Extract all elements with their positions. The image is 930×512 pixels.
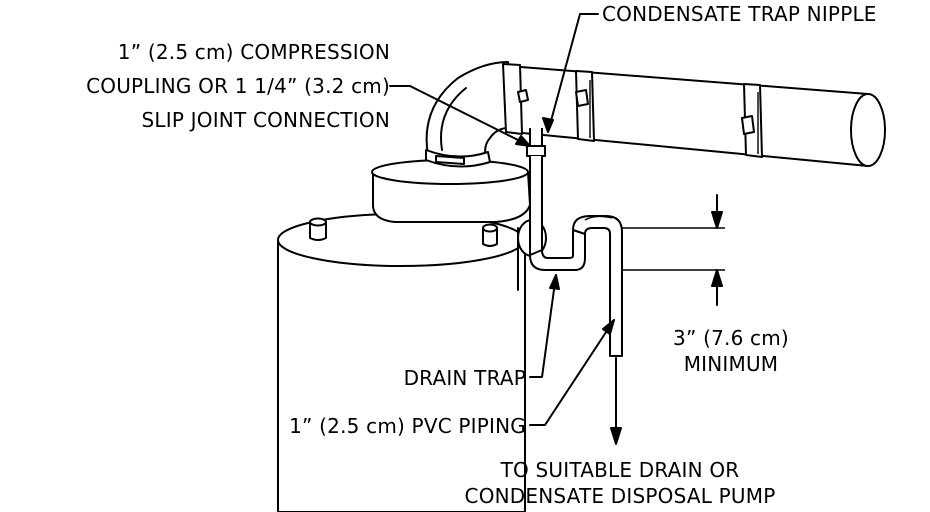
minimum-dimension — [622, 194, 725, 306]
label-drain-trap: DRAIN TRAP — [403, 366, 526, 390]
drain-piping — [526, 128, 623, 357]
label-drain-line1: TO SUITABLE DRAIN OR — [500, 458, 740, 482]
leader-lines — [389, 13, 615, 426]
label-pvc-piping: 1” (2.5 cm) PVC PIPING — [289, 414, 526, 438]
label-minimum-line2: MINIMUM — [683, 352, 779, 376]
label-coupling-line3: SLIP JOINT CONNECTION — [141, 108, 390, 132]
horizontal-vent-pipe — [502, 63, 886, 167]
label-coupling-line1: 1” (2.5 cm) COMPRESSION — [117, 40, 390, 64]
drain-arrow — [610, 357, 622, 445]
vent-elbow — [425, 61, 516, 168]
label-drain-line2: CONDENSATE DISPOSAL PUMP — [464, 484, 776, 508]
water-heater-tank — [277, 213, 526, 512]
label-minimum-line1: 3” (7.6 cm) — [673, 326, 789, 350]
label-condensate-trap-nipple: CONDENSATE TRAP NIPPLE — [602, 2, 877, 26]
label-coupling-line2: COUPLING OR 1 1/4” (3.2 cm) — [86, 74, 390, 98]
